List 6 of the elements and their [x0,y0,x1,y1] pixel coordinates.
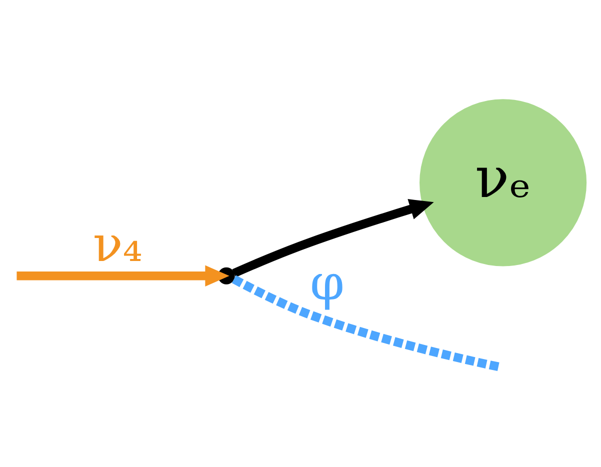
edge-label: ν₄ [92,214,143,272]
edge-label: φ [310,252,344,311]
arrow [232,198,434,277]
node-circle: νₑ [420,98,587,266]
node-point [218,266,235,284]
arrow [16,264,230,286]
